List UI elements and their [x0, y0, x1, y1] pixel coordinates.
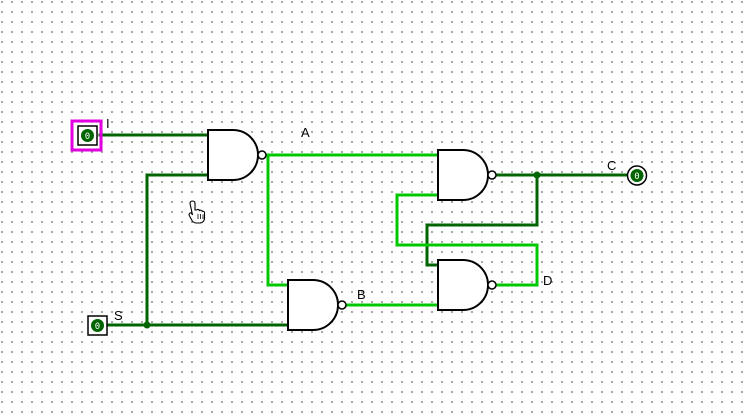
wire-d-feedback[interactable] — [395, 193, 539, 287]
input-s-value: 0 — [95, 322, 100, 332]
label-i: I — [106, 116, 110, 131]
hand-pointer-icon — [188, 200, 206, 224]
wires-high — [266, 153, 539, 307]
wire-s-to-gate1[interactable] — [145, 173, 210, 327]
label-c: C — [607, 158, 616, 173]
nand-gate-2[interactable] — [287, 279, 347, 331]
nand-gate-1[interactable] — [207, 129, 267, 181]
nand-gate-3[interactable] — [437, 149, 497, 201]
junction-c — [533, 171, 541, 179]
nand-gate-4[interactable] — [437, 259, 497, 311]
input-pin-s[interactable]: 0 — [87, 315, 108, 336]
output-pin-c[interactable]: 0 — [626, 165, 648, 186]
label-b: B — [357, 287, 366, 302]
wires-low — [98, 133, 634, 327]
wire-c-feedback[interactable] — [425, 173, 539, 267]
label-d: D — [543, 273, 552, 288]
label-a: A — [301, 125, 310, 140]
output-c-value: 0 — [634, 172, 639, 182]
input-i-value: 0 — [85, 132, 90, 142]
selection-highlight — [70, 119, 103, 152]
junction-s — [143, 321, 151, 329]
input-pin-i[interactable]: 0 — [70, 119, 103, 152]
label-s: S — [114, 308, 123, 323]
wire-a-to-gate2[interactable] — [266, 153, 290, 287]
